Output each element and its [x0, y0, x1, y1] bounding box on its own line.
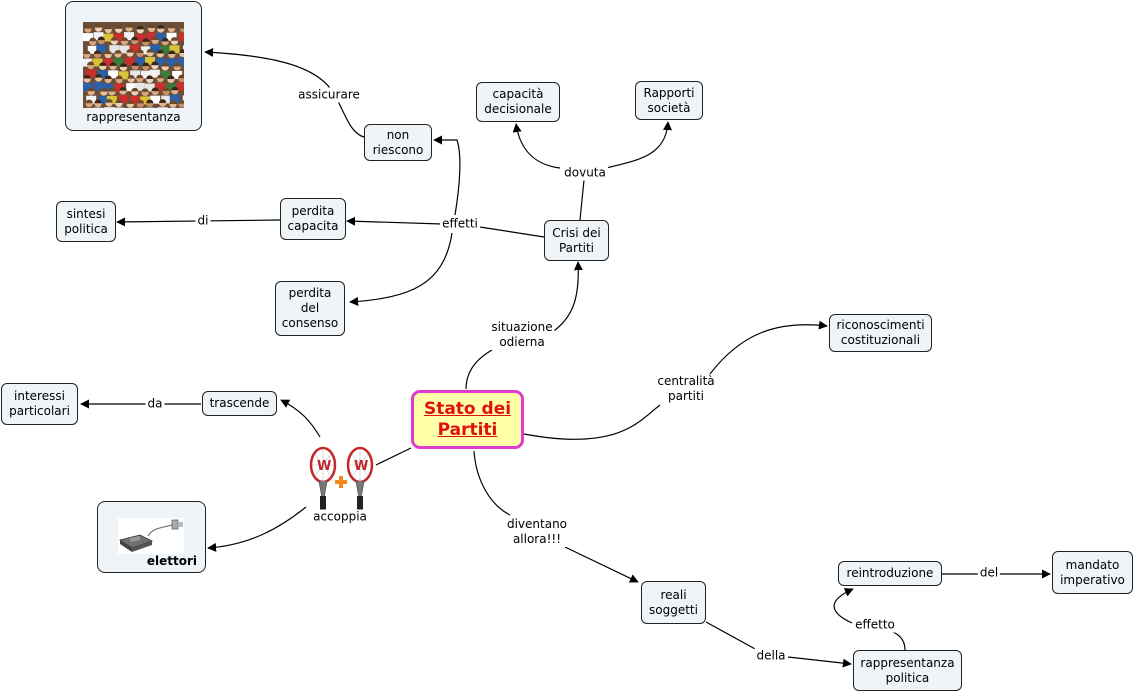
label-assicurare: assicurare [296, 87, 362, 103]
tennis-rackets-icon: W W [309, 446, 374, 511]
link-effetti-perdita-capacita [346, 216, 443, 226]
label-centralita-partiti: centralità partiti [655, 374, 717, 404]
link-accoppia-elettori [207, 506, 307, 552]
link-racket-trascende [280, 399, 321, 438]
link-stato-racket [375, 447, 412, 466]
label-del: del [977, 565, 1001, 581]
label-accoppia: accoppia [311, 509, 369, 525]
link-effetti-non-riescono [433, 135, 461, 216]
node-elettori[interactable]: elettori [97, 501, 206, 573]
node-reali-soggetti[interactable]: reali soggetti [641, 581, 706, 624]
link-effetto-reintroduzione [833, 588, 854, 624]
label-effetto: effetto [853, 617, 897, 633]
label-da: da [145, 396, 165, 412]
crowd-photo-icon [83, 22, 184, 108]
svg-text:W: W [354, 459, 368, 474]
label-diventano-allora: diventano allora!!! [504, 517, 570, 547]
label-dovuta: dovuta [562, 165, 608, 181]
link-diventano-reali [564, 546, 639, 583]
central-topic[interactable]: Stato dei Partiti [411, 390, 524, 449]
node-interessi[interactable]: interessi particolari [1, 383, 78, 425]
link-crisi-effetti [479, 226, 545, 238]
label-situazione-odierna: situazione odierna [489, 320, 555, 350]
link-dovuta-rapporti [605, 121, 672, 169]
link-reali-della [705, 621, 758, 651]
link-assicurare [204, 47, 365, 138]
voting-machine-icon [118, 518, 184, 554]
link-dovuta-capacita [512, 123, 561, 169]
node-rappresentanza-politica[interactable]: rappresentanza politica [853, 650, 962, 691]
node-riconoscimenti[interactable]: riconoscimenti costituzionali [829, 314, 932, 352]
node-rappresentanza[interactable]: rappresentanza [65, 1, 202, 131]
svg-text:W: W [317, 459, 331, 474]
node-perdita-consenso[interactable]: perdita del consenso [275, 281, 345, 336]
label-effetti: effetti [440, 216, 480, 232]
node-rappresentanza-label: rappresentanza [86, 110, 181, 124]
node-crisi-partiti[interactable]: Crisi dei Partiti [544, 220, 609, 261]
link-stato-situazione [465, 349, 493, 390]
node-elettori-label: elettori [146, 554, 197, 568]
node-mandato[interactable]: mandato imperativo [1052, 551, 1133, 594]
link-centralita-riconoscimenti [709, 320, 828, 375]
label-della: della [754, 648, 788, 664]
link-stato-centralita [523, 404, 661, 440]
node-non-riescono[interactable]: non riescono [364, 124, 432, 161]
link-della-rappresentanza [787, 656, 852, 668]
label-di: di [195, 213, 211, 229]
node-trascende[interactable]: trascende [202, 391, 277, 416]
node-perdita-capacita[interactable]: perdita capacita [280, 198, 346, 240]
link-stato-diventano [473, 450, 511, 516]
central-topic-link[interactable]: Stato dei Partiti [423, 398, 512, 440]
node-capacita-decisionale[interactable]: capacità decisionale [476, 82, 560, 122]
link-crisi-dovuta [579, 179, 585, 221]
link-effetti-consenso [349, 232, 453, 306]
node-rapporti-societa[interactable]: Rapporti società [635, 81, 703, 120]
node-reintroduzione[interactable]: reintroduzione [838, 561, 942, 586]
link-situazione-crisi [547, 261, 583, 336]
node-sintesi-politica[interactable]: sintesi politica [56, 201, 116, 242]
